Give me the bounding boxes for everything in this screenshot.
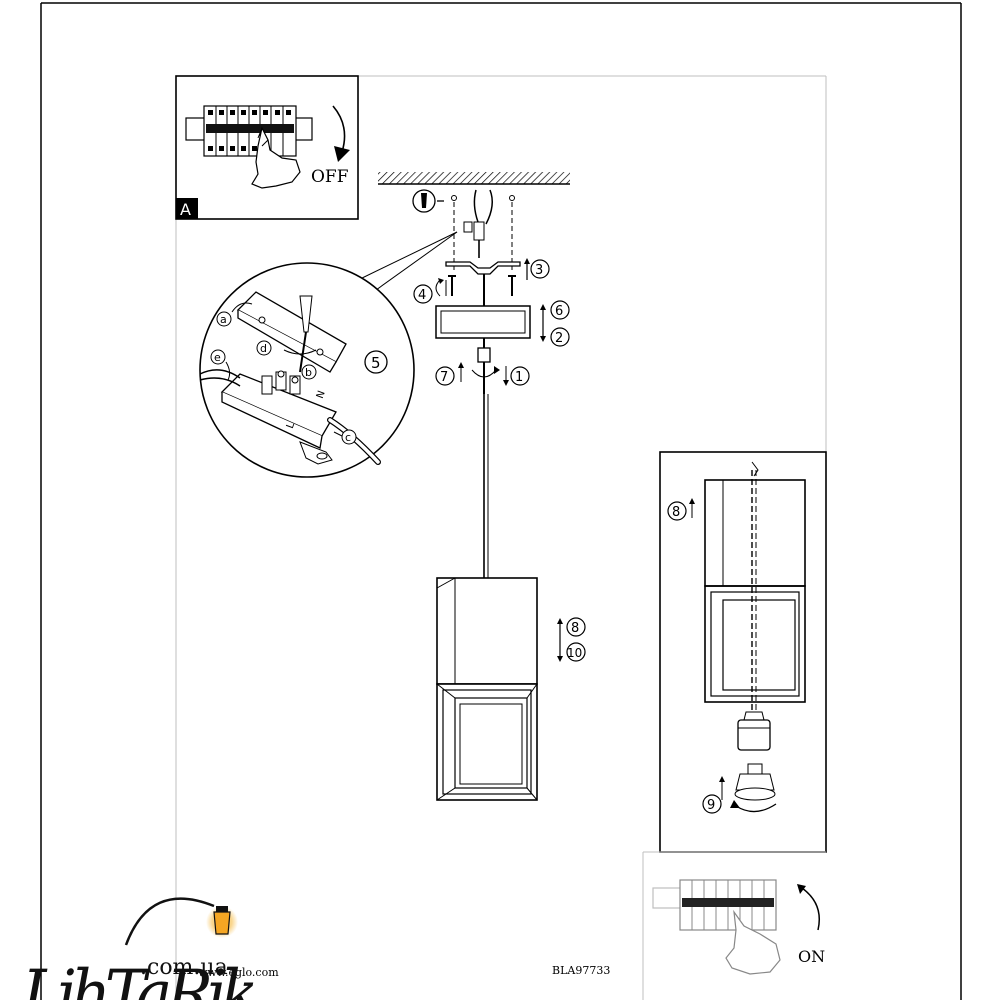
step-4-badge: 4 (413, 284, 433, 304)
panel-a-label: A (180, 200, 191, 219)
sub-step-c: c (333, 429, 357, 445)
footer-code: BLA97733 (552, 964, 610, 977)
step-1-badge: 1 (510, 366, 530, 386)
sub-step-a: a (216, 302, 253, 327)
svg-text:8: 8 (571, 621, 579, 636)
terminal-label-n: N (315, 389, 328, 400)
terminal-label-l: L (285, 421, 297, 430)
step-5-label: 5 (371, 354, 381, 372)
panel-switch-on: ON (642, 851, 826, 1000)
svg-text:LihTaRik: LihTaRik (21, 956, 255, 1000)
wiring-detail-circle: a e d b c L N 5 (199, 262, 415, 478)
panel-a-switch-off: OFF A (175, 75, 359, 220)
sub-step-b: b (301, 364, 317, 380)
footer-website: www.eglo.com (198, 966, 279, 979)
svg-text:10: 10 (567, 646, 582, 660)
ceiling-assembly (378, 172, 570, 394)
canopy (435, 305, 531, 339)
svg-text:4: 4 (418, 288, 426, 303)
ceiling (378, 172, 570, 184)
sub-step-e: e (210, 349, 231, 381)
bulb-icon (734, 763, 776, 801)
svg-text:b: b (305, 366, 312, 379)
detail-step-8-badge: 8 (667, 501, 687, 521)
watermark-domain: .com.ua (140, 955, 228, 980)
lantern-icon (213, 911, 231, 935)
drill-icon (421, 193, 427, 208)
page-frame (40, 2, 962, 1000)
svg-text:a: a (220, 313, 227, 326)
svg-text:e: e (214, 351, 221, 364)
svg-text:9: 9 (707, 798, 715, 813)
svg-text:2: 2 (555, 331, 563, 346)
svg-text:c: c (345, 431, 351, 444)
watermark-logo: LihTaRik .com.ua (21, 897, 261, 1000)
detail-step-9-badge: 9 (702, 794, 722, 814)
step-3-badge: 3 (530, 259, 550, 279)
mounting-bracket (445, 261, 521, 275)
svg-text:3: 3 (535, 263, 543, 278)
on-label: ON (798, 947, 825, 966)
step-badges: 3 4 6 2 7 1 (413, 259, 570, 386)
svg-text:7: 7 (440, 370, 448, 385)
svg-text:1: 1 (515, 370, 523, 385)
svg-text:6: 6 (555, 304, 563, 319)
step-6-badge: 6 (550, 300, 570, 320)
svg-text:8: 8 (672, 505, 680, 520)
svg-text:d: d (260, 342, 267, 355)
on-arrow-icon (801, 887, 820, 931)
off-label: OFF (311, 167, 349, 187)
off-arrow-icon (332, 105, 346, 153)
hand-icon (251, 126, 301, 189)
sub-step-d: d (256, 340, 317, 356)
step-10-badge: 10 (566, 642, 586, 662)
hand-on-icon (725, 909, 781, 975)
step-8-badge: 8 (566, 617, 586, 637)
circuit-breakers-on (679, 879, 777, 931)
step-7-badge: 7 (435, 366, 455, 386)
step-2-badge: 2 (550, 327, 570, 347)
pendant-lamp (436, 394, 538, 801)
circuit-breakers (203, 105, 297, 157)
bulb-detail-panel: 8 9 (659, 451, 827, 853)
